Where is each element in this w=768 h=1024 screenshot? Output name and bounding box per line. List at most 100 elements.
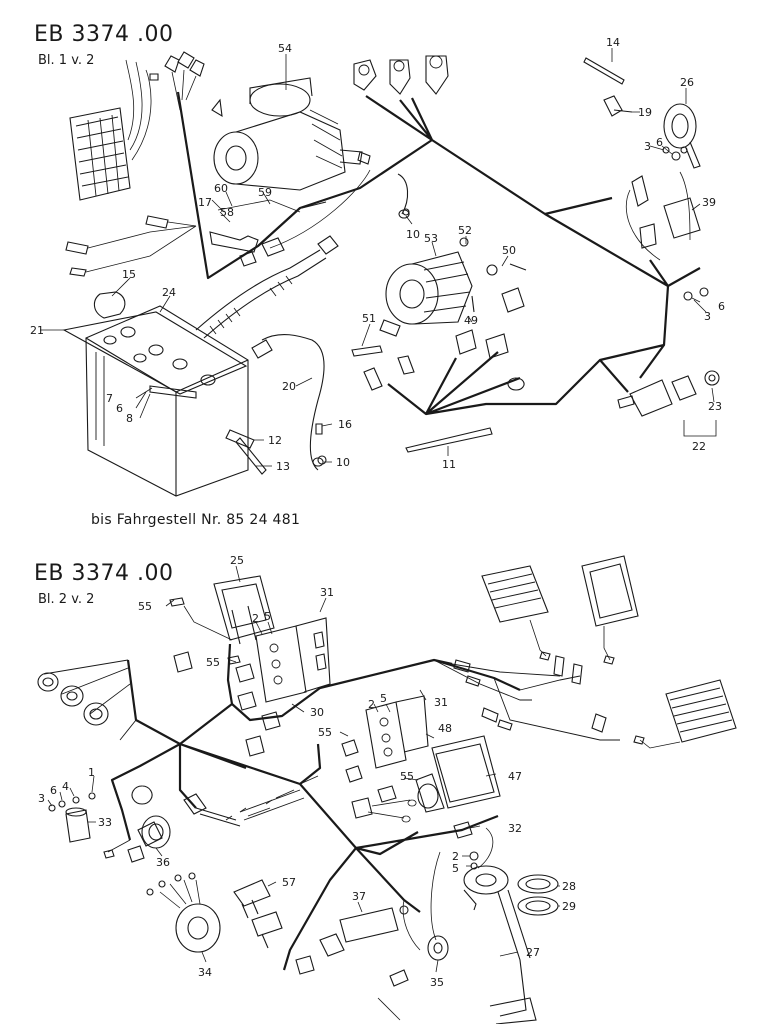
fuse-box-secondary [341,695,429,823]
callout-number: 6 [656,136,663,149]
callout-number: 5 [452,862,459,875]
callout-number: 2 [452,850,459,863]
callout-number: 55 [206,656,220,669]
callout-number: 2 [368,698,375,711]
horn [662,103,701,169]
callout-number: 26 [680,76,694,89]
callout-number: 29 [562,900,576,913]
callout-number: 21 [30,324,44,337]
callout-number: 27 [526,946,540,959]
callout-number: 47 [508,770,522,783]
sheet2-subtitle: Bl. 2 v. 2 [38,592,95,607]
sheet1-subtitle: Bl. 1 v. 2 [38,53,95,68]
round-plugs-left [37,672,109,726]
battery-cable-hose [195,235,339,339]
callout-number: 32 [508,822,522,835]
sheet1-callouts: 54 14 26 19 3 6 39 17 60 59 58 10 52 53 … [30,36,725,473]
main-harness-sheet2 [110,643,521,971]
callout-number: 10 [336,456,350,469]
sheet1-drawing [40,48,720,497]
plug-connectors-top [149,51,205,111]
callout-number: 31 [320,586,334,599]
callout-number: 10 [406,228,420,241]
light-feed-cables [433,655,620,741]
callout-number: 59 [258,186,272,199]
callout-number: 7 [106,392,113,405]
callout-number: 55 [318,726,332,739]
flasher-can [48,792,96,843]
callout-number: 58 [220,206,234,219]
alternator [351,237,527,359]
callout-number: 37 [352,890,366,903]
callout-number: 25 [230,554,244,567]
work-lights [481,555,737,749]
leader-lines-sheet2 [47,565,560,973]
callout-number: 54 [278,42,292,55]
sheet2-title: EB 3374 .00 [34,561,174,586]
fuse-box [227,617,331,731]
callout-number: 4 [62,780,69,793]
earth-cable [251,334,325,471]
callout-number: 22 [692,440,706,453]
callout-number: 5 [380,692,387,705]
battery-cell-caps [103,326,216,386]
sensor-35 [377,899,449,1021]
callout-number: 60 [214,182,228,195]
callout-number: 2 [252,612,259,625]
sheet1-caption: bis Fahrgestell Nr. 85 24 481 [91,512,301,528]
callout-number: 48 [438,722,452,735]
callout-number: 8 [126,412,133,425]
connector-plugs-lower [363,355,525,391]
relay-box [415,735,501,813]
callout-number: 50 [502,244,516,257]
starter-motor [211,77,363,191]
callout-number: 51 [362,312,376,325]
cable-tie [405,427,493,453]
headlight [69,59,152,201]
callout-number: 12 [268,434,282,447]
callout-number: 52 [458,224,472,237]
callout-number: 14 [606,36,620,49]
sheet2-callouts: 25 31 55 2 5 55 30 31 2 5 55 48 55 47 3 … [38,554,576,989]
callout-number: 35 [430,976,444,989]
callout-number: 34 [198,966,212,979]
callout-number: 23 [708,400,722,413]
callout-number: 3 [38,792,45,805]
callout-number: 15 [122,268,136,281]
callout-number: 20 [282,380,296,393]
callout-number: 31 [434,696,448,709]
callout-number: 1 [88,766,95,779]
callout-number: 5 [264,610,271,623]
callout-number: 57 [282,876,296,889]
callout-number: 6 [50,784,57,797]
callout-number: 49 [464,314,478,327]
sheet2-drawing [37,555,737,1024]
sender-gaskets [517,874,559,916]
callout-number: 33 [98,816,112,829]
main-harness-sheet1 [176,91,701,416]
connector-blocks [131,651,305,847]
battery [62,291,267,497]
callout-number: 24 [162,286,176,299]
ignition-switch [617,370,720,437]
callout-number: 19 [638,106,652,119]
plug-connector-37 [295,905,409,975]
fuel-gauge-sender [430,821,537,1024]
callout-number: 13 [276,460,290,473]
callout-number: 39 [702,196,716,209]
callout-number: 36 [156,856,170,869]
leader-lines-sheet1 [40,48,715,467]
callout-number: 53 [424,232,438,245]
cable-tie-and-clip [583,57,633,117]
sheet1-title: EB 3374 .00 [34,22,174,47]
round-connectors-top [353,55,449,95]
callout-number: 55 [138,600,152,613]
callout-number: 6 [116,402,123,415]
callout-number: 28 [562,880,576,893]
callout-number: 17 [198,196,212,209]
callout-number: 30 [310,706,324,719]
ignition-switch-and-keys [146,872,283,953]
callout-number: 55 [400,770,414,783]
